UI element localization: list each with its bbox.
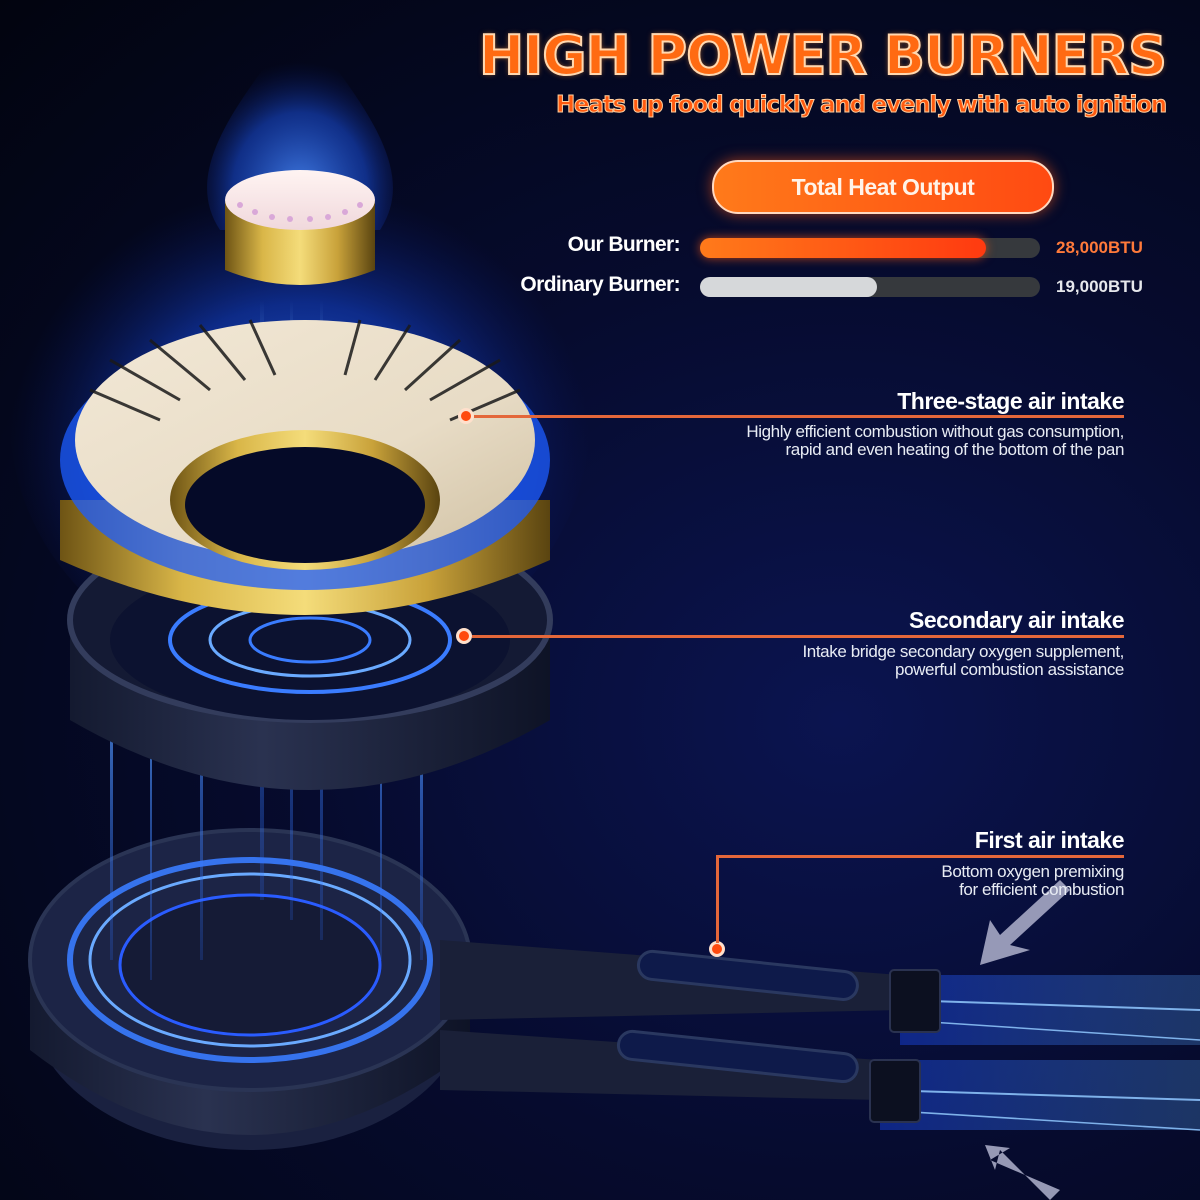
- our-burner-bar-track: [700, 238, 1040, 258]
- our-burner-bar-fill: [700, 238, 986, 258]
- callout-secondary-desc: Intake bridge secondary oxygen supplemen…: [802, 642, 1124, 679]
- ordinary-burner-bar-fill: [700, 277, 877, 297]
- secondary-marker-dot: [456, 628, 472, 644]
- callout-first-intake-title: First air intake: [974, 827, 1125, 853]
- first-intake-marker-dot: [709, 941, 725, 957]
- badge-label: Total Heat Output: [791, 173, 975, 200]
- callout-secondary-title: Secondary air intake: [909, 607, 1125, 633]
- ordinary-burner-label: Ordinary Burner:: [520, 273, 680, 296]
- first-intake-leader-vertical: [716, 857, 719, 943]
- total-heat-output-badge: Total Heat Output: [712, 160, 1054, 214]
- page-title: HIGH POWER BURNERS: [478, 23, 1168, 88]
- secondary-leader-line: [472, 635, 1124, 638]
- three-stage-leader-line: [474, 415, 1124, 418]
- ordinary-burner-bar-track: [700, 277, 1040, 297]
- our-burner-value: 28,000BTU: [1056, 238, 1143, 257]
- callout-three-stage-title: Three-stage air intake: [897, 388, 1124, 414]
- first-intake-leader-line: [716, 855, 1124, 858]
- three-stage-marker-dot: [458, 408, 474, 424]
- callout-first-intake-desc: Bottom oxygen premixing for efficient co…: [941, 862, 1124, 899]
- callout-three-stage-desc: Highly efficient combustion without gas …: [746, 422, 1124, 459]
- ordinary-burner-value: 19,000BTU: [1056, 277, 1143, 296]
- our-burner-label: Our Burner:: [567, 233, 681, 256]
- page-subtitle: Heats up food quickly and evenly with au…: [555, 92, 1167, 119]
